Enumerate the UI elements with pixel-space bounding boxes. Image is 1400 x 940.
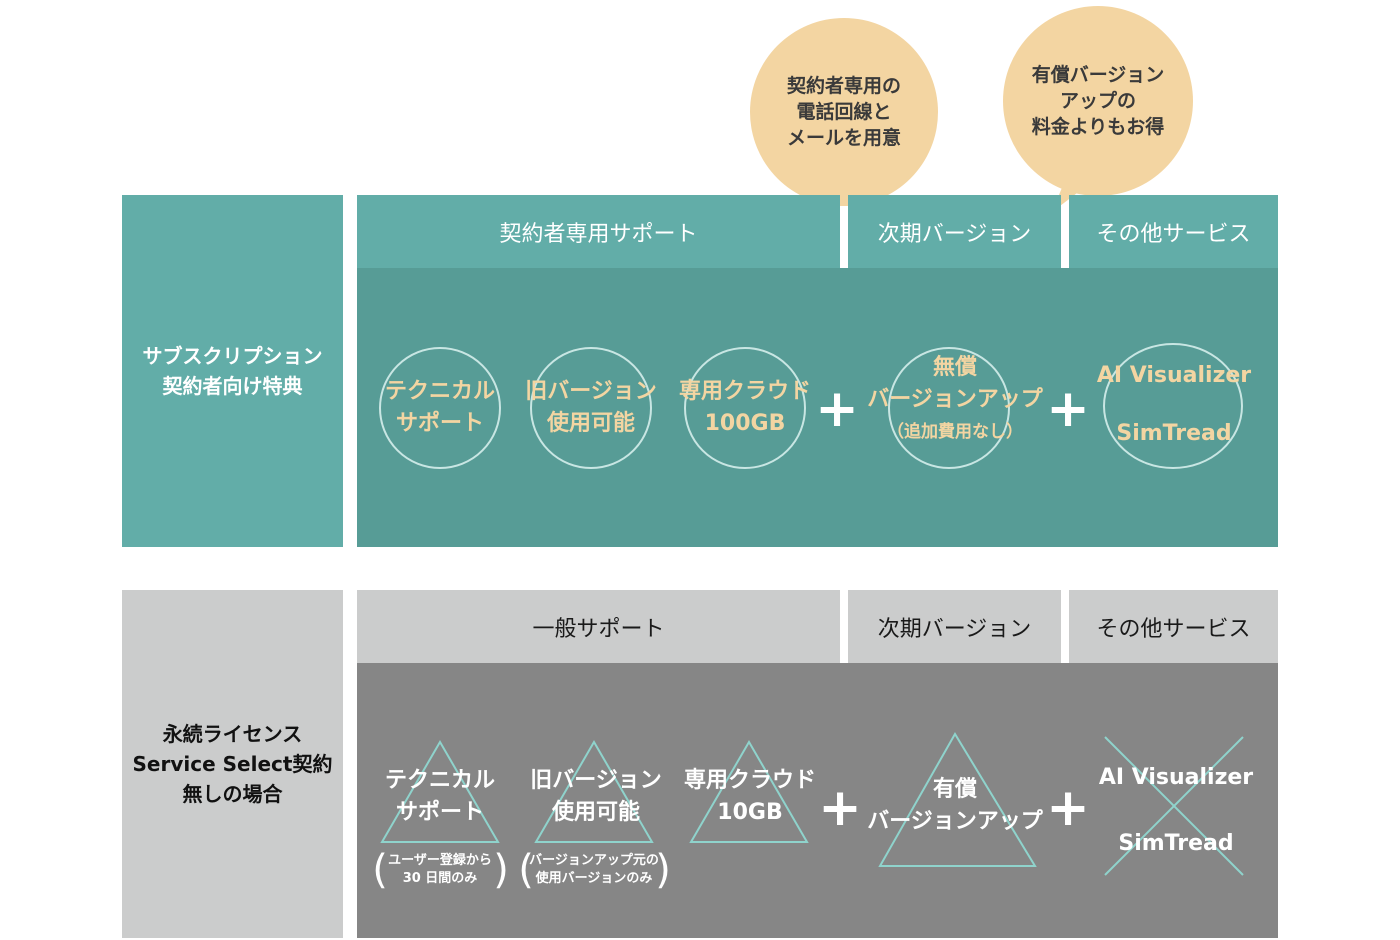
side-label-line: 永続ライセンス [162, 722, 303, 746]
side-label-line: 無しの場合 [182, 782, 283, 806]
item-line: テクニカル [384, 768, 495, 793]
item-line: 旧バージョン [530, 768, 662, 793]
header-next-version: 次期バージョン [848, 590, 1061, 663]
plus-icon: + [818, 778, 862, 838]
plus-icon: + [1046, 379, 1090, 439]
item-paid-upgrade: 有償 バージョンアップ [860, 768, 1050, 844]
bubble-line: 有償バージョン [1031, 64, 1165, 86]
note-line: 30 日間のみ [402, 871, 478, 886]
item-subnote: （追加費用なし） [887, 422, 1023, 442]
cross-line [1104, 736, 1244, 876]
note-line: 使用バージョンのみ [535, 871, 653, 886]
triangle-outline [689, 740, 809, 843]
triangle-outline [878, 732, 1037, 867]
item-line: AI Visualizer [1098, 765, 1254, 790]
item-line: AI Visualizer [1096, 363, 1252, 388]
bubble-line: 電話回線と [796, 101, 892, 123]
paren-close: ) [493, 847, 509, 893]
circle-outline [888, 347, 1010, 469]
perpetual-panel [357, 663, 1278, 938]
item-line: サポート [395, 800, 484, 825]
item-other-services: AI Visualizer SimTread [1088, 350, 1260, 460]
plus-icon: + [815, 379, 859, 439]
item-technical-support: テクニカル サポート [360, 762, 520, 832]
item-line: 専用クラウド [678, 379, 811, 404]
circle-outline [684, 347, 806, 469]
item-line: 有償 [932, 777, 977, 802]
circle-outline [379, 347, 501, 469]
item-line: バージョンアップ [867, 809, 1043, 834]
perpetual-side-label: 永続ライセンス Service Select契約 無しの場合 [122, 590, 343, 938]
item-line: 専用クラウド [683, 768, 816, 793]
plus-icon: + [1046, 778, 1090, 838]
item-line: バージョンアップ [867, 387, 1043, 412]
paren-open: ( [372, 847, 388, 893]
callout-bubble-upgrade: 有償バージョン アップの 料金よりもお得 [1003, 6, 1193, 196]
note-line: ユーザー登録から [388, 853, 492, 868]
header-contract-support: 契約者専用サポート [357, 195, 840, 268]
triangle-outline [380, 740, 500, 843]
item-line: SimTread [1118, 831, 1234, 856]
item-line: テクニカル [384, 379, 495, 404]
side-label-line: Service Select契約 [132, 752, 333, 776]
item-line: 使用可能 [551, 800, 640, 825]
header-next-version: 次期バージョン [848, 195, 1061, 268]
item-line: 無償 [932, 355, 977, 380]
side-label-line: 契約者向け特典 [162, 374, 303, 398]
item-other-services: AI Visualizer SimTread [1090, 756, 1262, 866]
item-old-version: 旧バージョン 使用可能 [510, 368, 672, 448]
paren-close: ) [655, 847, 671, 893]
note-technical-support: ユーザー登録から 30 日間のみ [385, 851, 495, 889]
bubble-line: メールを用意 [786, 127, 901, 149]
item-free-upgrade: 無償 バージョンアップ （追加費用なし） [855, 340, 1055, 460]
triangle-outline [534, 740, 654, 843]
bubble-line: 契約者専用の [786, 75, 901, 97]
item-line: サポート [395, 411, 484, 436]
bubble-line: 料金よりもお得 [1031, 116, 1165, 138]
bubble-line: アップの [1059, 90, 1136, 112]
side-label-line: サブスクリプション [142, 344, 323, 368]
circle-outline [530, 347, 652, 469]
subscription-side-label: サブスクリプション 契約者向け特典 [122, 195, 343, 547]
note-line: バージョンアップ元の [529, 853, 659, 868]
circle-outline [1103, 343, 1243, 469]
item-line: 旧バージョン [525, 379, 657, 404]
item-line: SimTread [1116, 421, 1232, 446]
item-line: 10GB [717, 800, 783, 825]
item-old-version: 旧バージョン 使用可能 [515, 762, 677, 832]
header-general-support: 一般サポート [357, 590, 840, 663]
item-cloud-storage: 専用クラウド 100GB [665, 368, 825, 448]
item-line: 100GB [704, 411, 786, 436]
item-line: 使用可能 [546, 411, 635, 436]
note-old-version: バージョンアップ元の 使用バージョンのみ [529, 851, 659, 889]
header-other-services: その他サービス [1069, 195, 1278, 268]
item-technical-support: テクニカル サポート [360, 368, 520, 448]
paren-open: ( [518, 847, 534, 893]
item-cloud-storage: 専用クラウド 10GB [670, 762, 830, 832]
header-other-services: その他サービス [1069, 590, 1278, 663]
callout-bubble-phone: 契約者専用の 電話回線と メールを用意 [750, 18, 938, 206]
